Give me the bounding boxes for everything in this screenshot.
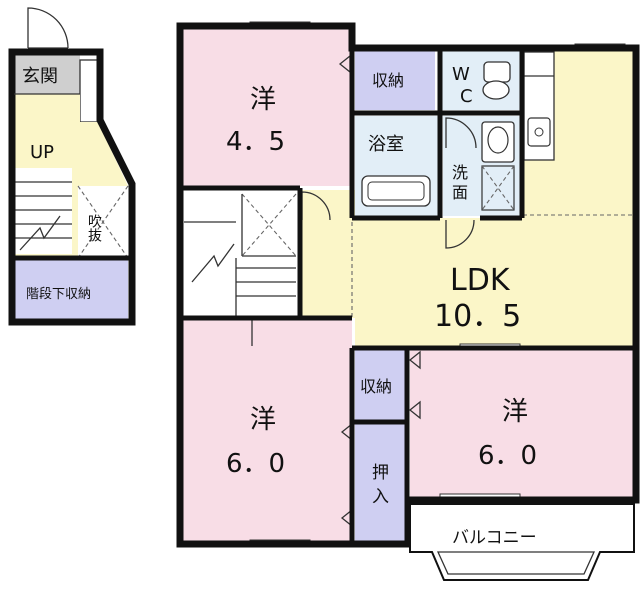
oshiire-fill	[355, 424, 405, 542]
door-swing-bath	[445, 117, 477, 149]
stairs-2f-fill	[184, 190, 298, 316]
hall-2f-fill	[300, 190, 355, 318]
interior-walls	[180, 48, 636, 544]
balcony-label: バルコニー	[452, 528, 537, 548]
outer-walls	[176, 22, 640, 548]
room-yo-4-5-fill	[182, 28, 350, 186]
washing-machine-space	[481, 165, 515, 211]
up-label: UP	[30, 142, 54, 163]
genkan-label: 玄関	[22, 66, 58, 87]
washbasin	[481, 121, 515, 163]
washroom-label-2: 面	[452, 183, 468, 202]
oshiire-label-2: 入	[372, 487, 389, 507]
ldk-type: LDK	[450, 263, 511, 298]
bathtub	[361, 175, 431, 207]
kitchen-counter	[523, 51, 555, 161]
entrance-door-swing	[27, 7, 69, 49]
ldk-fill	[355, 50, 634, 348]
wc-label-c: C	[460, 86, 473, 107]
room-yo-6-0-right-size: 6．0	[478, 441, 537, 471]
shoe-closet	[79, 59, 99, 123]
room-yo-4-5-size: 4．5	[226, 127, 285, 157]
door-swing-yo45	[301, 191, 331, 221]
room-yo-6-0-right-fill	[410, 350, 634, 498]
first-floor-plan: 玄関 UP 吹抜 階段下収納	[8, 7, 136, 326]
balcony-outline	[409, 503, 635, 581]
room-yo-4-5-type: 洋	[250, 85, 276, 115]
room-yo-6-0-left-size: 6．0	[226, 449, 285, 479]
room-yo-6-0-left-fill	[182, 318, 352, 542]
closet-mid-label: 収納	[360, 377, 392, 396]
closet-top-label: 収納	[372, 71, 404, 90]
toilet	[482, 61, 511, 100]
room-yo-6-0-right-type: 洋	[502, 397, 528, 427]
stairs-1f	[14, 168, 72, 254]
genkan-area	[14, 52, 80, 94]
oshiire-label-1: 押	[372, 463, 389, 483]
door-swing-washroom	[445, 219, 475, 249]
closet-mid-fill	[355, 350, 405, 420]
washroom-label-1: 洗	[452, 163, 468, 182]
under-stairs-storage	[14, 258, 128, 322]
fukinuke-label-top: 吹抜	[86, 214, 102, 243]
room-yo-6-0-left-type: 洋	[250, 405, 276, 435]
bathroom-label: 浴室	[368, 134, 404, 155]
stairs-2f	[184, 193, 297, 316]
wc-label-w: W	[452, 64, 470, 85]
second-floor-plan: 洋 4．5 収納 W C 浴室 洗 面 LDK 10．5 洋 6．0 収納 押 …	[176, 21, 640, 581]
closet-top-fill	[355, 50, 435, 110]
ldk-size: 10．5	[434, 299, 521, 334]
fukinuke-area	[77, 185, 129, 259]
under-stairs-storage-label: 階段下収納	[26, 287, 91, 302]
